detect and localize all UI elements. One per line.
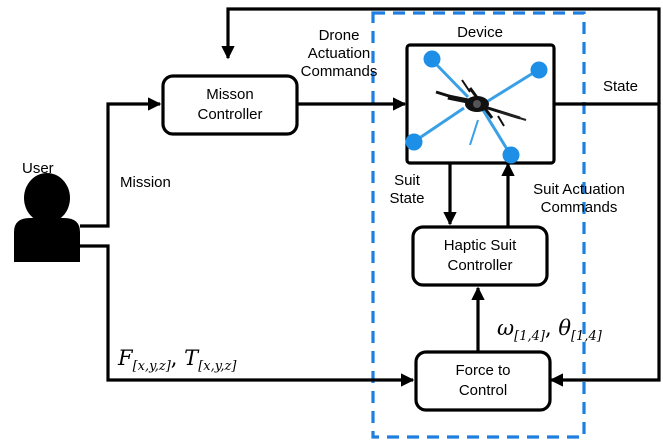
mission-edge-label: Mission [120, 174, 171, 191]
omega-theta-label: ω[1,4], θ[1,4] [497, 316, 602, 349]
force-symbol: F [118, 346, 133, 370]
force-to-control-line2: Control [458, 382, 508, 399]
drone-actuation-commands-label: Drone Actuation Commands [284, 27, 394, 81]
force-subscript: [x,y,z] [132, 359, 171, 374]
drone-icon [405, 50, 548, 164]
omega-theta-separator: , [544, 316, 552, 340]
suit-actuation-line1: Suit Actuation [533, 181, 625, 198]
mission-controller-line1: Misson [206, 86, 254, 103]
torque-symbol: T [184, 346, 199, 370]
theta-symbol: θ [558, 316, 571, 340]
user-label: User [22, 160, 54, 177]
haptic-suit-controller-box [411, 225, 549, 287]
haptic-suit-controller-line2: Controller [447, 257, 513, 274]
mission-controller-label: Misson Controller [163, 76, 297, 134]
suit-state-line1: Suit [394, 172, 420, 189]
mission-arrow [80, 97, 162, 228]
force-to-control-box [414, 350, 552, 412]
suit-state-label: Suit State [382, 172, 432, 208]
suit-actuation-commands-label: Suit Actuation Commands [518, 181, 640, 217]
drone-actuation-line2: Actuation [307, 45, 371, 62]
mission-controller-box [161, 74, 299, 136]
omega-symbol: ω [497, 316, 515, 340]
suit-state-line2: State [389, 190, 425, 207]
haptic-suit-controller-line1: Haptic Suit [443, 237, 517, 254]
theta-subscript: [1,4] [570, 329, 602, 344]
force-to-control-label: Force to Control [416, 352, 550, 410]
state-edge-label: State [603, 78, 639, 95]
drone-actuation-line1: Drone [318, 27, 360, 44]
drone-actuation-line3: Commands [300, 63, 378, 80]
user-icon [14, 173, 80, 262]
state-line [549, 102, 661, 387]
suit-actuation-line2: Commands [540, 199, 618, 216]
force-torque-label: F[x,y,z], T[x,y,z] [118, 346, 236, 379]
haptic-suit-controller-label: Haptic Suit Controller [413, 227, 547, 285]
state-feedback-loop-top [221, 7, 661, 104]
torque-subscript: [x,y,z] [198, 359, 237, 374]
force-to-control-line1: Force to [455, 362, 511, 379]
mission-controller-line2: Controller [197, 106, 263, 123]
force-torque-arrow [80, 244, 415, 387]
device-title: Device [457, 24, 503, 41]
device-boundary-dashed [371, 11, 586, 439]
omega-subscript: [1,4] [514, 329, 545, 344]
force-torque-separator: , [170, 346, 178, 370]
